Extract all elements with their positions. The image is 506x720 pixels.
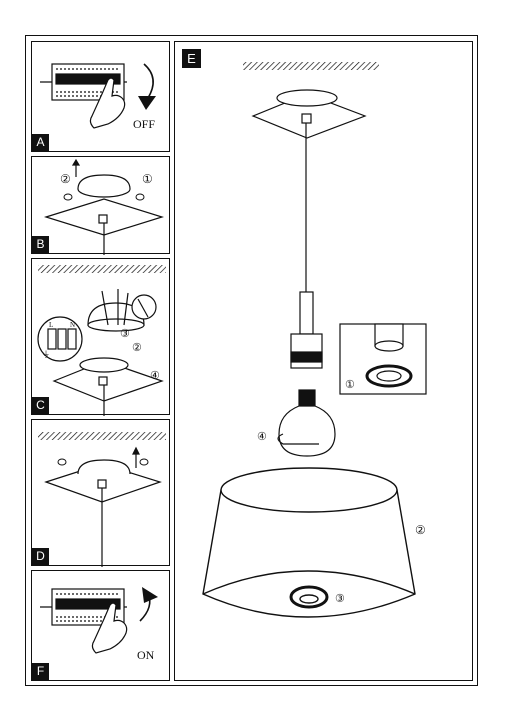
rotate-arrow-icon — [277, 433, 319, 445]
holder-detail — [339, 323, 427, 395]
step-2-marker: ② — [415, 523, 426, 537]
panel-b-letter: B — [32, 236, 49, 253]
rotate-arrow-icon — [138, 63, 156, 110]
on-label: ON — [137, 648, 155, 662]
panel-c-illustration: L N ⏚ ③ ② ④ — [37, 265, 166, 416]
ceiling-canopy — [43, 174, 165, 255]
rotate-arrow-icon — [139, 587, 158, 622]
screw-icon — [57, 458, 149, 466]
panel-e-letter: E — [182, 49, 201, 68]
panel-d: D — [31, 419, 170, 567]
panel-f-illustration: ON — [40, 587, 158, 662]
off-label: OFF — [133, 117, 155, 131]
arrow-up-icon — [71, 158, 81, 177]
ceiling-hatch — [243, 62, 379, 70]
step-2-marker: ② — [132, 342, 142, 354]
ceiling-hatch — [38, 265, 166, 273]
arrow-up-icon — [132, 446, 140, 468]
panel-f: ON F — [31, 570, 170, 681]
panel-b-illustration: ② ① — [43, 158, 165, 255]
panel-e-illustration: ① ④ ③ ② — [202, 62, 427, 618]
panel-a-illustration: OFF — [40, 63, 156, 131]
hand-icon — [91, 602, 128, 654]
wiring-canopy — [87, 289, 145, 332]
lamp-shade — [202, 467, 416, 618]
ceiling-hatch — [38, 432, 166, 440]
hand-icon — [89, 77, 126, 129]
panel-e: ① ④ ③ ② E — [174, 41, 473, 681]
canopy-plate — [44, 459, 162, 567]
panel-a: OFF A — [31, 41, 170, 152]
step-1-marker: ① — [345, 379, 355, 391]
panel-d-letter: D — [32, 548, 49, 565]
step-4-marker: ④ — [257, 431, 267, 443]
panel-c-letter: C — [32, 397, 49, 414]
light-bulb — [278, 389, 336, 457]
instruction-frame: OFF A ② ① B — [25, 35, 478, 686]
terminal-n-label: N — [70, 321, 75, 329]
step-3-marker: ③ — [120, 328, 130, 340]
panel-b: ② ① B — [31, 156, 170, 255]
screw-icon — [63, 193, 145, 201]
step-3-marker: ③ — [335, 593, 345, 605]
lamp-holder — [290, 291, 323, 369]
panel-d-illustration — [38, 432, 166, 567]
wire-cutter-detail — [131, 294, 157, 320]
canopy-plate — [52, 357, 164, 416]
step-2-marker: ② — [60, 172, 71, 186]
step-1-marker: ① — [142, 172, 153, 186]
terminal-l-label: L — [49, 321, 53, 329]
ceiling-canopy — [251, 89, 367, 139]
step-4-marker: ④ — [150, 370, 160, 382]
panel-c: L N ⏚ ③ ② ④ C — [31, 258, 170, 416]
connector-detail — [37, 316, 83, 362]
earth-icon: ⏚ — [42, 350, 50, 359]
panel-f-letter: F — [32, 663, 49, 680]
panel-a-letter: A — [32, 134, 49, 151]
